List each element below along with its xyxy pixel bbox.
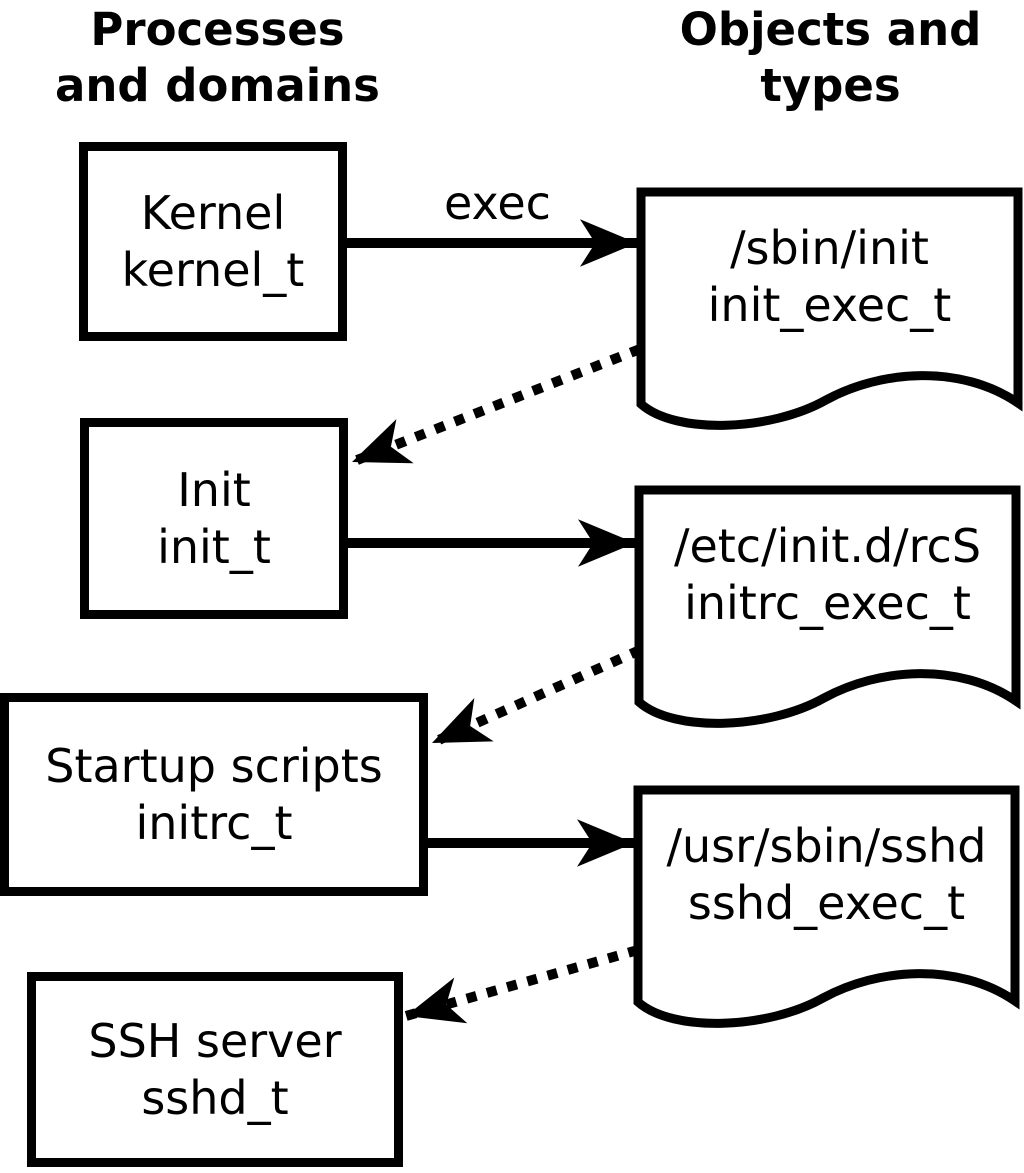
document-shape-sbin-init [636, 187, 1023, 430]
process-name: Init [177, 462, 251, 517]
transition-arrow-initrc-exec-to-initrc [429, 645, 643, 748]
process-domain-type: init_t [157, 519, 271, 574]
heading-right-line1: Objects and [679, 3, 982, 56]
heading-left-line2: and domains [55, 59, 380, 112]
object-label-etc-initd-rcs: /etc/init.d/rcS initrc_exec_t [639, 496, 1016, 654]
document-shape-etc-initd-rcs [634, 485, 1021, 728]
document-shapes [633, 187, 1023, 1028]
transition-arrow-sshd-exec-to-sshd [404, 945, 640, 1024]
process-name: Startup scripts [45, 738, 383, 793]
process-box-init: Init init_t [80, 418, 348, 619]
object-path: /usr/sbin/sshd [666, 819, 987, 873]
transition-arrow-init-exec-to-init [350, 344, 642, 467]
object-type: sshd_exec_t [687, 876, 966, 930]
solid-exec-arrows [347, 219, 637, 867]
heading-processes-and-domains: Processes and domains [5, 2, 430, 114]
object-path: /sbin/init [730, 221, 929, 275]
exec-arrow-label: exec [444, 176, 551, 230]
process-domain-type: sshd_t [141, 1070, 289, 1125]
dotted-transition-arrows [350, 344, 643, 1024]
heading-left-line1: Processes [90, 3, 345, 56]
object-label-usr-sbin-sshd: /usr/sbin/sshd sshd_exec_t [638, 796, 1015, 954]
object-type: initrc_exec_t [684, 576, 971, 630]
object-type: init_exec_t [707, 278, 952, 332]
document-shape-usr-sbin-sshd [633, 785, 1020, 1028]
process-box-ssh-server: SSH server sshd_t [27, 972, 403, 1167]
process-box-startup-scripts: Startup scripts initrc_t [0, 693, 428, 896]
object-label-sbin-init: /sbin/init init_exec_t [641, 198, 1018, 356]
heading-objects-and-types: Objects and types [633, 2, 1024, 114]
process-box-kernel: Kernel kernel_t [79, 142, 347, 341]
object-path: /etc/init.d/rcS [673, 519, 982, 573]
process-domain-type: kernel_t [121, 242, 305, 297]
process-domain-type: initrc_t [135, 795, 293, 850]
process-name: Kernel [140, 185, 286, 240]
heading-right-line2: types [760, 59, 901, 112]
process-name: SSH server [88, 1013, 342, 1068]
